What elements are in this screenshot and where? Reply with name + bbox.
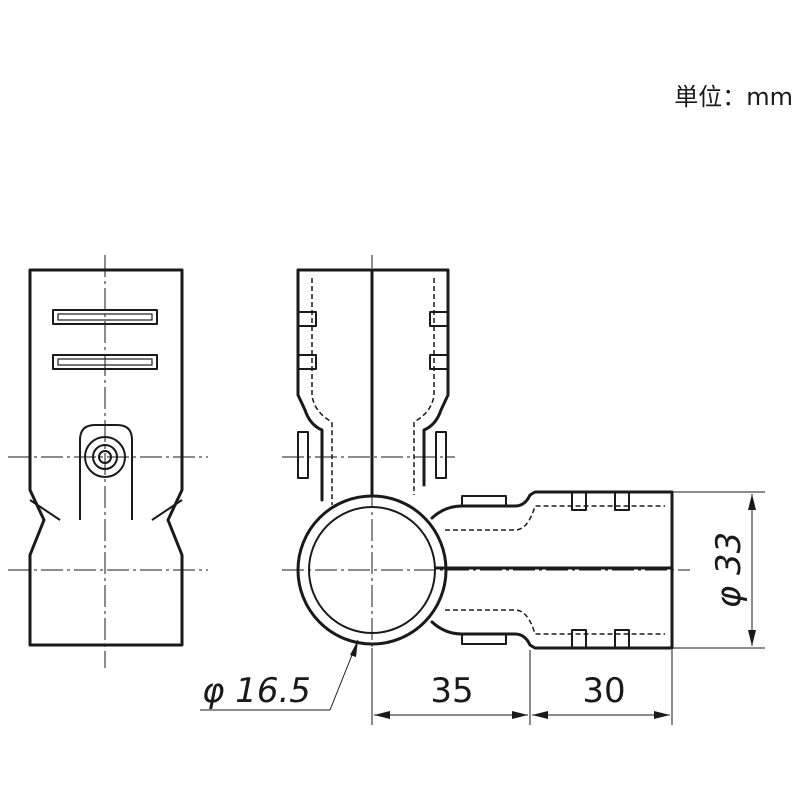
upper-clamp-right-bolt xyxy=(435,431,447,479)
side-view-upper-slot xyxy=(52,309,158,325)
side-view-left-crimp xyxy=(29,499,61,521)
dimensions: φ 16.5 35 30 φ 33 xyxy=(200,491,765,725)
horizontal-branch-lower-bolt xyxy=(461,633,507,645)
dim-35-arrow-left xyxy=(374,711,390,719)
side-view-body-outline xyxy=(28,268,184,647)
pipe-diameter-label: φ 16.5 xyxy=(202,671,311,711)
dim-35-arrow-right xyxy=(512,711,528,719)
diameter-leader-arrow xyxy=(350,640,358,657)
dim-30-arrow-right xyxy=(654,711,670,719)
horizontal-branch-top-tab-2 xyxy=(614,492,630,511)
side-view-right-crimp xyxy=(151,499,183,521)
upper-clamp-left-bolt xyxy=(297,431,309,479)
side-view-lower-slot xyxy=(52,354,158,370)
horizontal-branch-bottom-tab-2 xyxy=(614,629,630,648)
upper-clamp-right-tab-2 xyxy=(429,354,448,370)
side-view-bolt-head xyxy=(84,436,126,478)
outer-diameter-label: φ 33 xyxy=(709,532,749,609)
upper-clamp-left-tab-2 xyxy=(298,354,317,370)
side-view-upper-slot-inner xyxy=(57,313,153,321)
units-label: 単位：mm xyxy=(674,83,793,111)
front-view xyxy=(282,255,690,668)
upper-clamp-left-tab-1 xyxy=(298,311,317,327)
dim-33-arrow-bottom xyxy=(748,630,756,646)
dim-35-label: 35 xyxy=(430,671,473,711)
horizontal-branch-bottom-tab-1 xyxy=(571,629,587,648)
pipe-section-outer xyxy=(296,494,448,646)
horizontal-branch-top-tab-1 xyxy=(571,492,587,511)
side-view-bolt-boss xyxy=(79,424,133,520)
side-view-bolt-hole xyxy=(98,450,112,464)
side-view-lower-slot-inner xyxy=(57,358,153,366)
horizontal-branch-upper-bolt xyxy=(461,495,507,507)
horizontal-branch-outline xyxy=(430,490,674,650)
upper-clamp-right-tab-1 xyxy=(429,311,448,327)
dim-30-arrow-left xyxy=(532,711,548,719)
dim-30-label: 30 xyxy=(582,671,625,711)
pipe-section-inner xyxy=(308,506,436,634)
horizontal-branch-lower-inner-wall xyxy=(445,609,665,635)
side-view xyxy=(8,255,208,668)
upper-clamp-left-outline xyxy=(296,268,372,502)
upper-clamp-right-outline xyxy=(372,268,450,487)
dim-33-arrow-top xyxy=(748,494,756,510)
horizontal-branch-upper-inner-wall xyxy=(445,505,665,531)
side-view-bolt-washer xyxy=(92,444,118,470)
